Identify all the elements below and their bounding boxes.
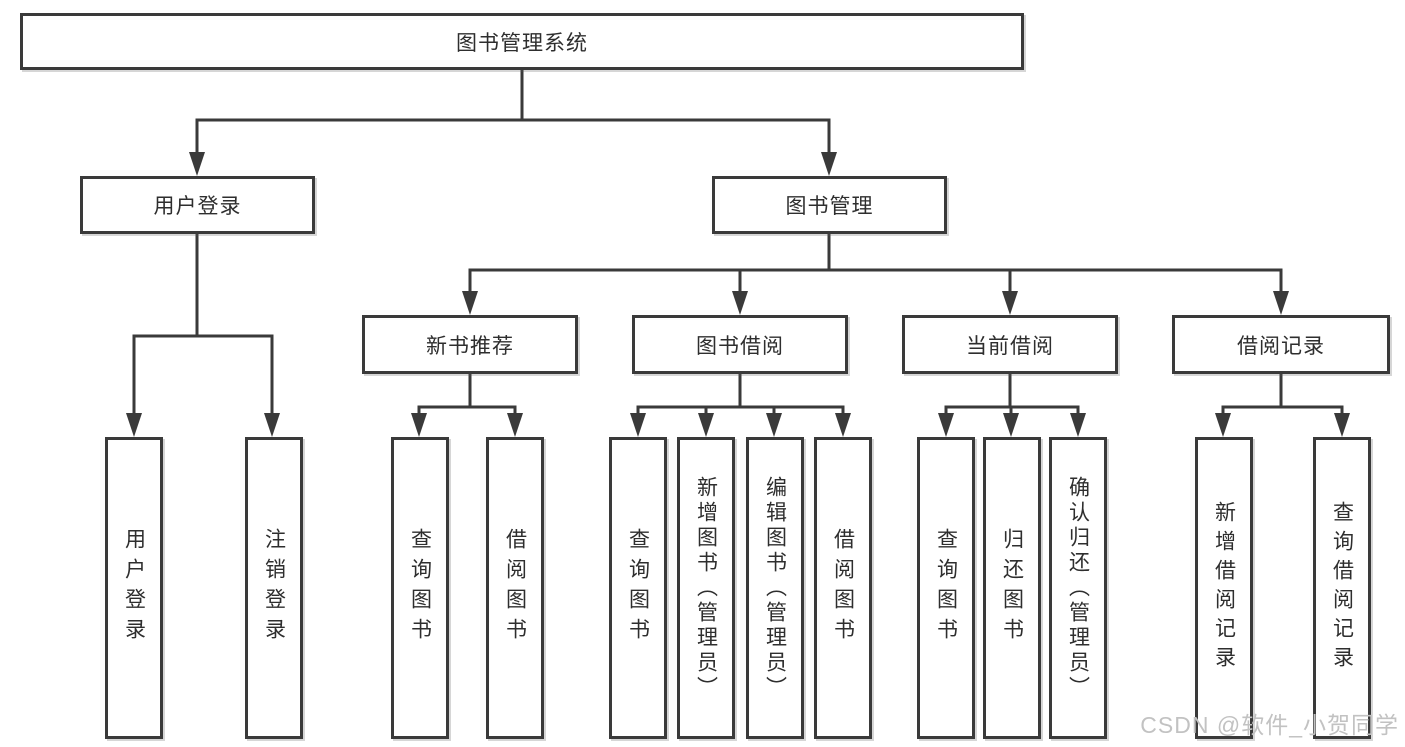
node-label: 当前借阅 (966, 334, 1054, 358)
leaf-edit-book-admin: 编辑图书（管理员） (746, 437, 804, 739)
node-label: 新增借阅记录 (1212, 501, 1236, 675)
node-label: 图书借阅 (696, 334, 784, 358)
node-label: 编辑图书（管理员） (763, 475, 787, 701)
node-library-management-system: 图书管理系统 (20, 13, 1024, 70)
connector-book-mgmt-to-level3 (462, 233, 1289, 315)
node-label: 新书推荐 (426, 334, 514, 358)
node-current-borrowing: 当前借阅 (902, 315, 1118, 374)
node-label: 借阅记录 (1237, 334, 1325, 358)
csdn-watermark: CSDN @软件_小贺同学 (1140, 712, 1399, 738)
leaf-add-borrow-record: 新增借阅记录 (1195, 437, 1253, 739)
node-label: 借阅图书 (503, 528, 527, 648)
leaf-confirm-return-admin: 确认归还（管理员） (1049, 437, 1107, 739)
node-label: 用户登录 (122, 528, 146, 648)
node-label: 归还图书 (1000, 528, 1024, 648)
leaf-query-books-current: 查询图书 (917, 437, 975, 739)
node-label: 借阅图书 (831, 528, 855, 648)
leaf-return-book: 归还图书 (983, 437, 1041, 739)
node-label: 确认归还（管理员） (1066, 475, 1090, 701)
node-label: 查询借阅记录 (1330, 501, 1354, 675)
leaf-query-borrow-record: 查询借阅记录 (1313, 437, 1371, 739)
leaf-borrow-books-recommend: 借阅图书 (486, 437, 544, 739)
node-user-login: 用户登录 (80, 176, 315, 234)
node-label: 查询图书 (934, 528, 958, 648)
leaf-user-login: 用户登录 (105, 437, 163, 739)
node-label: 新增图书（管理员） (694, 475, 718, 701)
leaf-query-books-recommend: 查询图书 (391, 437, 449, 739)
leaf-add-book-admin: 新增图书（管理员） (677, 437, 735, 739)
connector-borrow-records-children (1215, 373, 1350, 437)
node-label: 查询图书 (626, 528, 650, 648)
connector-user-login-children (126, 233, 280, 437)
node-book-management: 图书管理 (712, 176, 947, 234)
node-label: 查询图书 (408, 528, 432, 648)
node-new-book-recommend: 新书推荐 (362, 315, 578, 374)
node-label: 图书管理系统 (456, 31, 588, 55)
node-label: 图书管理 (785, 195, 874, 218)
node-borrowing-records: 借阅记录 (1172, 315, 1390, 374)
connector-book-borrow-children (630, 373, 851, 437)
node-label: 用户登录 (153, 195, 242, 218)
node-book-borrowing: 图书借阅 (632, 315, 848, 374)
leaf-borrow-books: 借阅图书 (814, 437, 872, 739)
connector-new-book-rec-children (411, 373, 523, 437)
leaf-query-books-borrowing: 查询图书 (609, 437, 667, 739)
connector-current-borrow-children (938, 373, 1086, 437)
connector-root-to-level2 (189, 69, 837, 176)
leaf-logout: 注销登录 (245, 437, 303, 739)
node-label: 注销登录 (262, 528, 286, 648)
